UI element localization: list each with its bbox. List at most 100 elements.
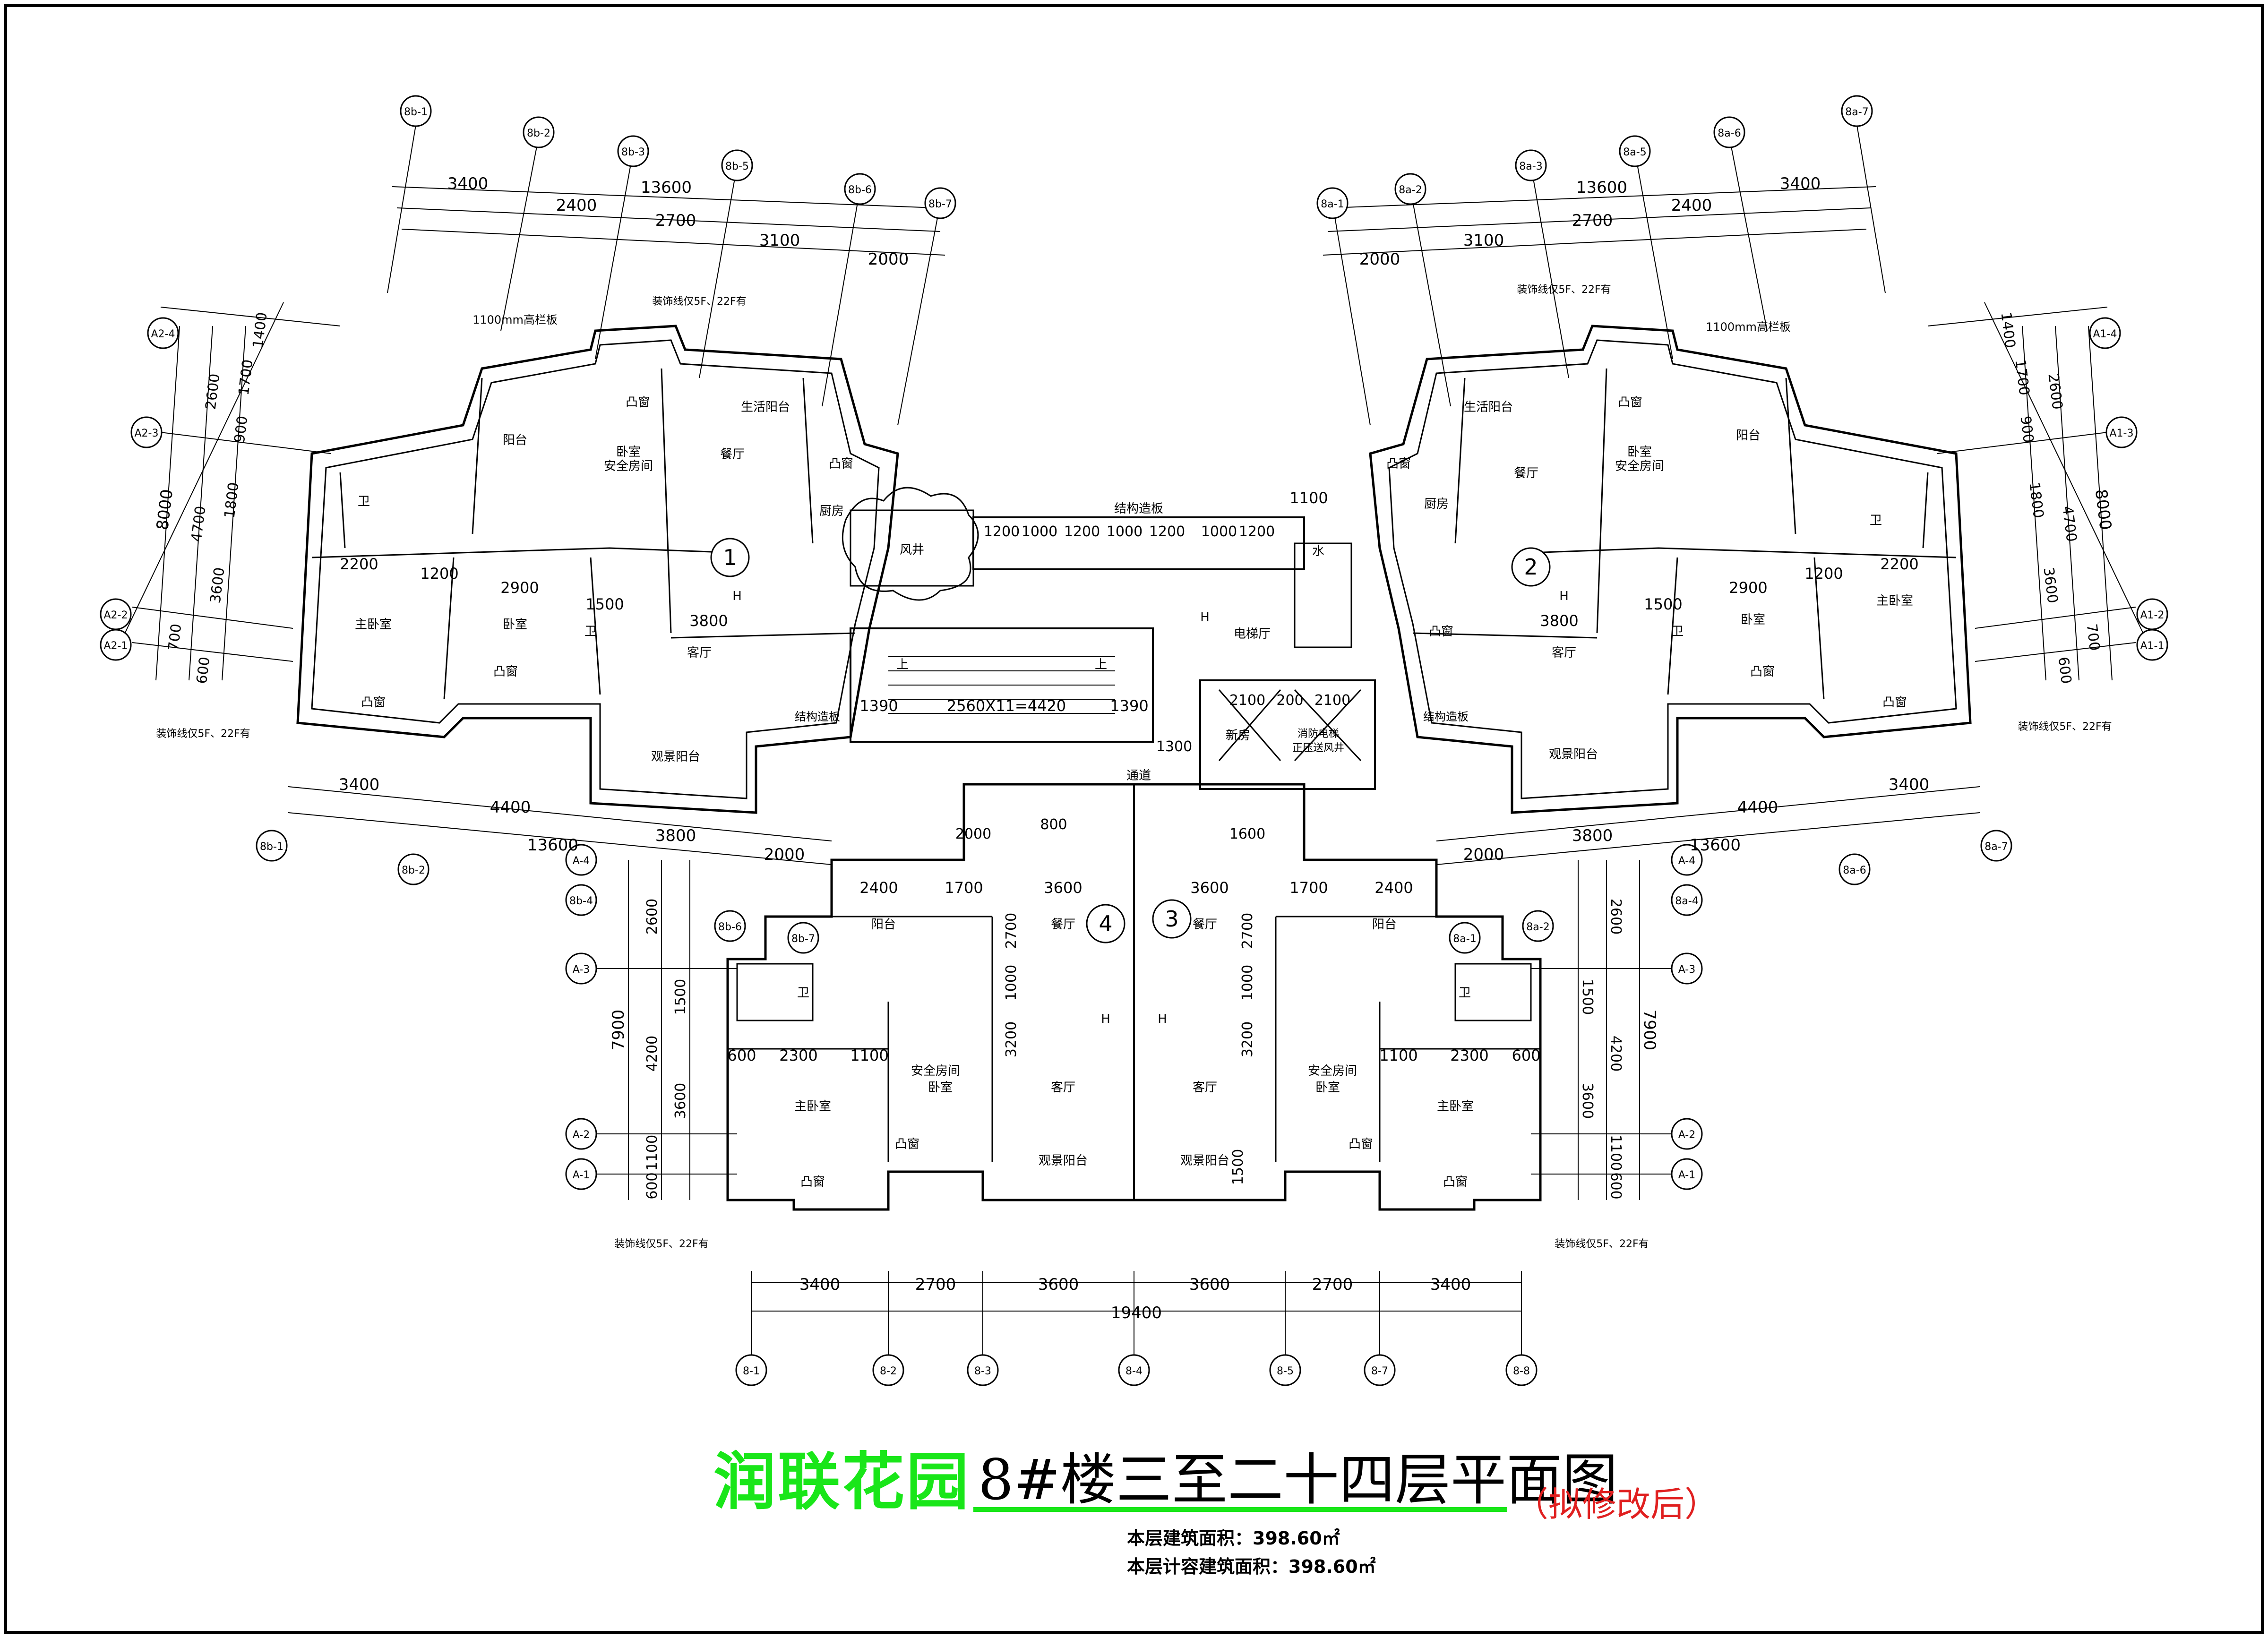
dim: 8000	[153, 488, 177, 531]
axis-label: A-1	[573, 1169, 590, 1181]
dim: 7900	[609, 1010, 628, 1051]
room-label: 安全房间	[604, 459, 653, 473]
dim: 3800	[1540, 612, 1578, 630]
axis-label: A-4	[573, 855, 590, 867]
room-label: 凸窗	[1618, 395, 1642, 410]
dim: 3600	[1579, 1083, 1596, 1119]
axis-grid	[118, 125, 2150, 1356]
dim: 4700	[2059, 505, 2079, 543]
dim: 1600	[1229, 826, 1265, 842]
axis-label: A1-2	[2140, 609, 2165, 621]
unit-number: 3	[1165, 906, 1178, 932]
dim: 1000	[1022, 523, 1057, 540]
room-label: 电梯厅	[1234, 627, 1271, 641]
room-label: 观景阳台	[1039, 1154, 1088, 1168]
unit-2-walls	[1369, 325, 1972, 814]
axis-label: 8-7	[1371, 1365, 1388, 1377]
axis-label: 8a-5	[1623, 146, 1646, 158]
room-label: 通道	[1126, 769, 1151, 783]
dim: 1500	[585, 595, 624, 613]
room-label: 餐厅	[1514, 466, 1538, 480]
dim: 3800	[655, 826, 696, 845]
dim: 900	[2017, 415, 2037, 444]
axis-label: 8a-1	[1453, 933, 1476, 945]
dim: 3200	[1239, 1021, 1256, 1057]
room-label: 卫	[584, 625, 597, 639]
dim: 1700	[2011, 359, 2032, 396]
room-label: H	[732, 589, 742, 603]
floor-area: 本层建筑面积：398.60㎡	[1127, 1528, 1340, 1549]
note: 结构造板	[795, 710, 840, 723]
room-label: 卧室	[503, 617, 527, 632]
dim: 1000	[1107, 523, 1143, 540]
dim: 13600	[527, 836, 578, 855]
room-label: 安全房间	[911, 1064, 960, 1078]
dim: 2000	[955, 826, 991, 842]
room-label: 凸窗	[361, 695, 386, 710]
dim: 1700	[945, 879, 983, 897]
dim: 3600	[2040, 566, 2061, 604]
drawing-title: 8#楼三至二十四层平面图	[978, 1447, 1618, 1512]
room-label: 卧室	[1315, 1081, 1340, 1095]
room-label: 观景阳台	[1180, 1154, 1229, 1168]
dim: 800	[1040, 816, 1067, 833]
dim: 1390	[1110, 697, 1148, 715]
room-label: 卫	[1459, 986, 1471, 1000]
dim: 1100	[1289, 489, 1328, 507]
axis-label: 8b-1	[260, 841, 284, 853]
axis-label: 8-4	[1125, 1365, 1143, 1377]
dim: 3400	[799, 1275, 841, 1294]
room-label: 卧室	[1741, 613, 1765, 627]
room-label: 主卧室	[794, 1099, 831, 1114]
dim: 3400	[1430, 1275, 1471, 1294]
dim: 600	[727, 1046, 756, 1064]
dim: 1100	[1379, 1046, 1418, 1064]
axis-label: 8a-4	[1675, 895, 1698, 907]
axis-label: 8-2	[880, 1365, 897, 1377]
room-label: 阳台	[871, 918, 896, 932]
axis-label: 8b-4	[569, 895, 593, 907]
dim: 4200	[1607, 1036, 1624, 1072]
note: 装饰线仅5F、22F有	[1555, 1238, 1649, 1250]
dim: 2700	[655, 211, 696, 230]
room-label: 生活阳台	[1464, 400, 1513, 414]
room-label: 观景阳台	[651, 750, 700, 764]
room-label: 凸窗	[493, 665, 518, 679]
axis-label: A1-1	[2140, 640, 2165, 652]
note: 结构造板	[1114, 502, 1163, 516]
room-label: 阳台	[1372, 918, 1397, 932]
dim: 3600	[207, 566, 228, 604]
dim: 1100	[1607, 1135, 1624, 1171]
room-label: 生活阳台	[741, 400, 790, 414]
room-label: 客厅	[1552, 646, 1576, 660]
dim: 600	[2055, 656, 2075, 685]
project-name: 润联花园	[713, 1446, 971, 1518]
unit-number-bubbles	[710, 538, 1551, 943]
dim: 19400	[1111, 1304, 1162, 1322]
axis-label: A2-4	[151, 328, 175, 340]
axis-label: 8b-3	[621, 146, 645, 158]
note: 装饰线仅5F、22F有	[614, 1238, 708, 1250]
dim: 2700	[915, 1275, 956, 1294]
dim: 600	[1607, 1172, 1624, 1199]
dim: 2000	[1359, 250, 1400, 269]
note: 装饰线仅5F、22F有	[2018, 721, 2112, 733]
unit-number: 2	[1524, 554, 1538, 580]
axis-label: A-2	[1678, 1129, 1696, 1141]
dim: 13600	[1690, 836, 1741, 855]
dim: 2900	[500, 579, 539, 597]
dim: 3400	[447, 174, 489, 193]
dim: 2700	[1312, 1275, 1353, 1294]
room-label: 客厅	[1051, 1081, 1075, 1095]
room-label: 新房	[1226, 729, 1250, 743]
dim: 2700	[1572, 211, 1613, 230]
dim: 3200	[1003, 1021, 1020, 1057]
title-underline	[973, 1507, 1507, 1512]
dim: 2100	[1229, 692, 1265, 709]
dim: 1200	[1064, 523, 1100, 540]
dim: 3600	[672, 1083, 689, 1119]
axis-label: A2-2	[104, 609, 128, 621]
dim: 2400	[1375, 879, 1413, 897]
room-label: 厨房	[1424, 497, 1449, 511]
